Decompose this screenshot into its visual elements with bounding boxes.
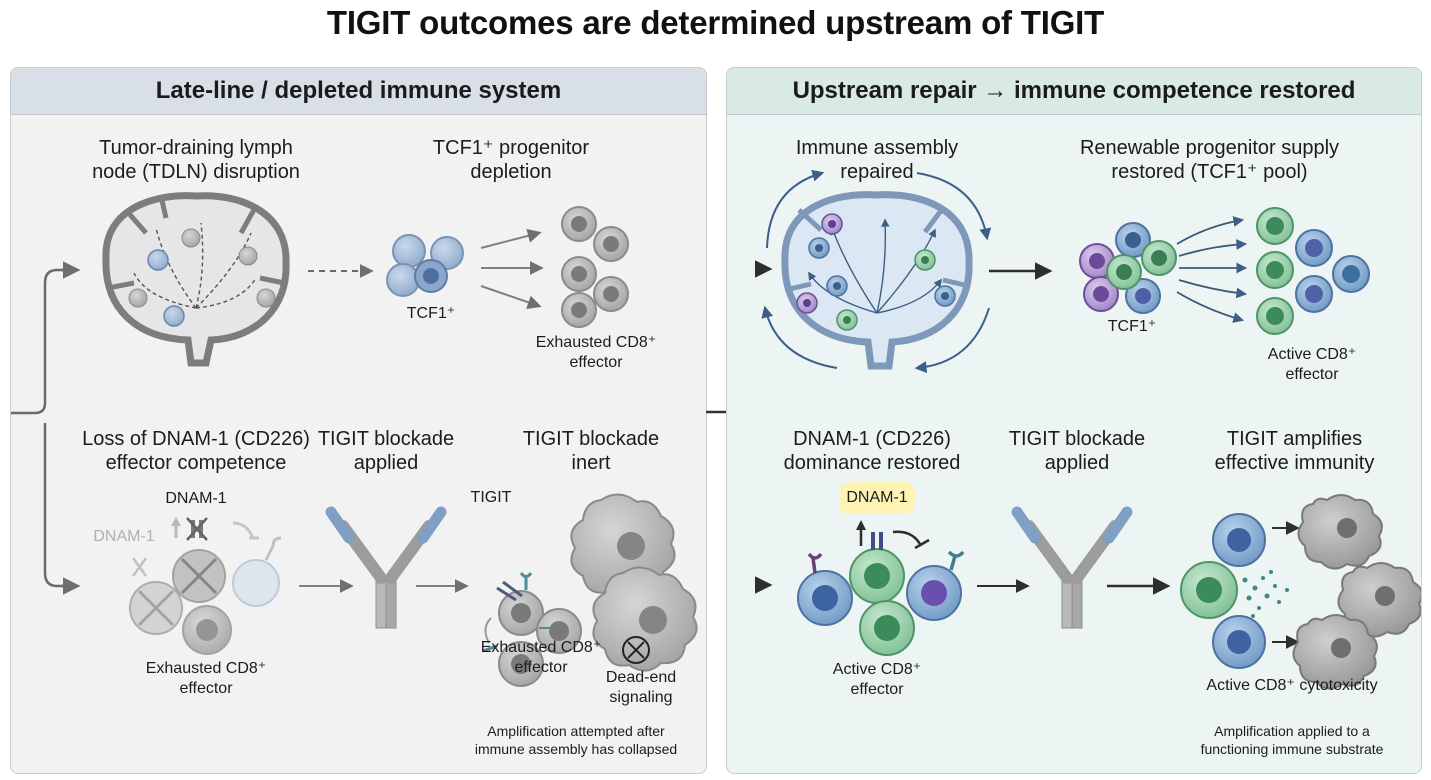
disrupted-lymph-node	[102, 192, 290, 367]
repaired-lymph-node	[761, 169, 992, 374]
exhausted-effector-label-top: Exhausted CD8⁺ effector	[535, 334, 657, 371]
tcf1-cluster-depleted	[386, 234, 464, 297]
left-panel-illustrations	[11, 192, 698, 687]
right-panel-header: Upstream repair → immune competence rest…	[727, 68, 1421, 115]
dnam1-loss-cells	[129, 517, 282, 655]
dnam1-restored-label: DNAM-1 (CD226) dominance restored	[783, 428, 961, 474]
blockade-applied-label-right: TIGIT blockade applied	[1008, 428, 1146, 474]
active-cd8-cells-top	[1256, 207, 1370, 335]
dead-end-label: Dead-end signaling	[605, 669, 677, 706]
tdln-disruption-label: Tumor-draining lymph node (TDLN) disrupt…	[92, 137, 300, 183]
left-branch-bracket	[11, 268, 73, 588]
exhausted-effector-label-bottom: Exhausted CD8⁺ effector	[145, 660, 267, 697]
left-footnote: Amplification attempted after immune ass…	[474, 723, 678, 757]
right-footnote: Amplification applied to a functioning i…	[1200, 723, 1384, 757]
right-panel: Upstream repair → immune competence rest…	[726, 67, 1422, 774]
tigit-tag: TIGIT	[470, 489, 512, 506]
dnam1-tag-right: DNAM-1	[846, 489, 908, 506]
dnam1-loss-label: Loss of DNAM-1 (CD226) effector competen…	[82, 428, 310, 474]
left-panel: Late-line / depleted immune system	[10, 67, 707, 774]
dnam1-tag: DNAM-1	[165, 490, 227, 507]
amplifies-immunity-label: TIGIT amplifies effective immunity	[1214, 428, 1375, 474]
dnam1-highlight	[839, 482, 915, 514]
dnam1-dominance-cells	[797, 520, 965, 656]
blockade-applied-label-left: TIGIT blockade applied	[317, 428, 455, 474]
tcf1-depletion-label: TCF1⁺ progenitor depletion	[432, 137, 590, 183]
cytotoxicity-scene	[1180, 494, 1421, 690]
progenitor-restored-label: Renewable progenitor supply restored (TC…	[1079, 137, 1340, 183]
tcf1-cell-label-right: TCF1⁺	[1107, 318, 1157, 335]
exhausted-cells-top	[561, 206, 629, 328]
blockade-inert-label: TIGIT blockade inert	[522, 428, 660, 474]
dead-end-icon	[622, 636, 650, 664]
tigit-antibody-left	[325, 506, 447, 629]
exhausted-effector-label-inert: Exhausted CD8⁺ effector	[480, 639, 602, 676]
cytotoxicity-label: Active CD8⁺ cytotoxicity	[1206, 677, 1378, 694]
tcf1-cell-label: TCF1⁺	[406, 305, 456, 322]
tigit-antibody-right	[1011, 506, 1133, 629]
dnam1-faded-tag: DNAM-1	[93, 528, 155, 545]
tcf1-pool	[1079, 222, 1177, 314]
assembly-repaired-label: Immune assembly repaired	[795, 137, 959, 183]
right-panel-illustrations	[755, 169, 1421, 690]
active-effector-label-top: Active CD8⁺ effector	[1267, 346, 1357, 383]
left-panel-header: Late-line / depleted immune system	[11, 68, 706, 115]
inert-blockade-cells	[482, 493, 698, 687]
active-effector-label-bottom: Active CD8⁺ effector	[832, 661, 922, 698]
figure-title: TIGIT outcomes are determined upstream o…	[326, 4, 1105, 41]
